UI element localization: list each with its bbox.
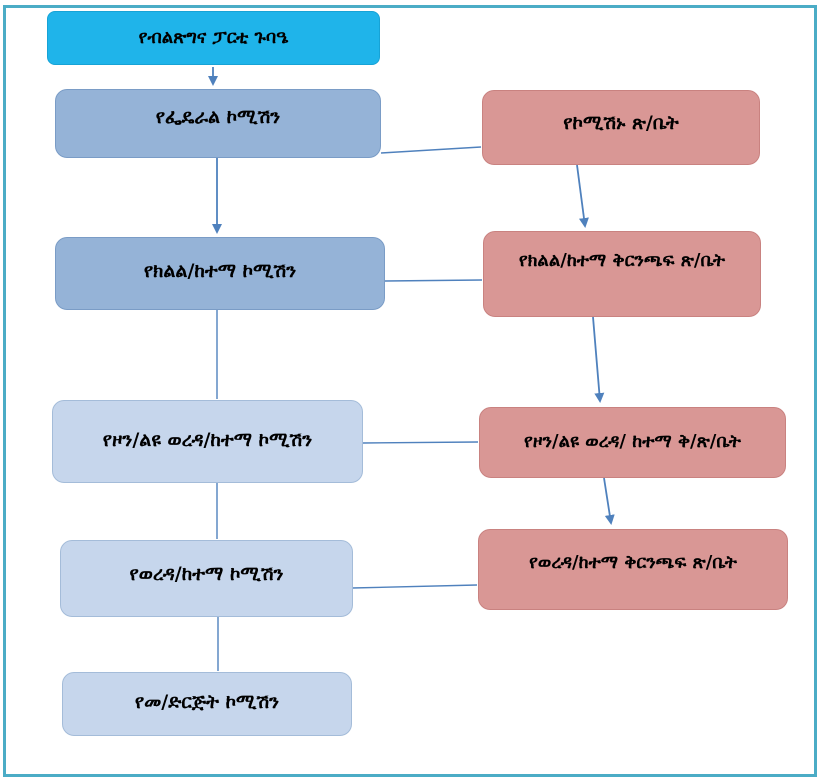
node-federal-commission-label: የፌዴራል ኮሚሽን xyxy=(155,105,281,128)
edge-federal-office xyxy=(380,146,482,154)
edge-regional-regional-branch xyxy=(384,279,483,282)
node-woreda-commission: የወረዳ/ከተማ ኮሚሽን xyxy=(60,540,353,617)
node-org-commission-label: የመ/ድርጅት ኮሚሽን xyxy=(134,691,280,714)
node-commission-office-label: የኮሚሽኑ ጽ/ቤት xyxy=(563,111,679,134)
edge-office-regional-branch xyxy=(576,164,589,228)
edge-regional-branch-zone-branch xyxy=(592,316,605,403)
node-federal-commission: የፌዴራል ኮሚሽን xyxy=(55,89,381,158)
edge-woreda-woreda-branch xyxy=(351,584,478,589)
node-zone-branch-office-label: የዞን/ልዩ ወረዳ/ ከተማ ቅ/ጽ/ቤት xyxy=(524,431,741,453)
node-org-commission: የመ/ድርጅት ኮሚሽን xyxy=(62,672,352,736)
node-woreda-commission-label: የወረዳ/ከተማ ኮሚሽን xyxy=(129,562,284,585)
node-woreda-branch-office: የወረዳ/ከተማ ቅርንጫፍ ጽ/ቤት xyxy=(478,529,788,610)
node-zone-commission-label: የዞን/ልዩ ወረዳ/ከተማ ኮሚሽን xyxy=(102,428,313,451)
node-regional-commission: የክልል/ከተማ ኮሚሽን xyxy=(55,237,385,310)
node-regional-branch-office-label: የክልል/ከተማ ቅርንጫፍ ጽ/ቤት xyxy=(518,249,726,271)
node-party-congress: የብልጽግና ፓርቲ ጉባዔ xyxy=(47,11,380,65)
node-commission-office: የኮሚሽኑ ጽ/ቤት xyxy=(482,90,760,165)
node-zone-branch-office: የዞን/ልዩ ወረዳ/ ከተማ ቅ/ጽ/ቤት xyxy=(479,407,786,478)
node-party-congress-label: የብልጽግና ፓርቲ ጉባዔ xyxy=(138,26,289,48)
edge-zone-branch-woreda-branch xyxy=(603,477,615,525)
edge-zone-zone-branch xyxy=(362,441,479,444)
node-regional-branch-office: የክልል/ከተማ ቅርንጫፍ ጽ/ቤት xyxy=(483,231,761,317)
node-regional-commission-label: የክልል/ከተማ ኮሚሽን xyxy=(143,259,297,282)
node-zone-commission: የዞን/ልዩ ወረዳ/ከተማ ኮሚሽን xyxy=(52,400,363,483)
node-woreda-branch-office-label: የወረዳ/ከተማ ቅርንጫፍ ጽ/ቤት xyxy=(529,552,737,574)
